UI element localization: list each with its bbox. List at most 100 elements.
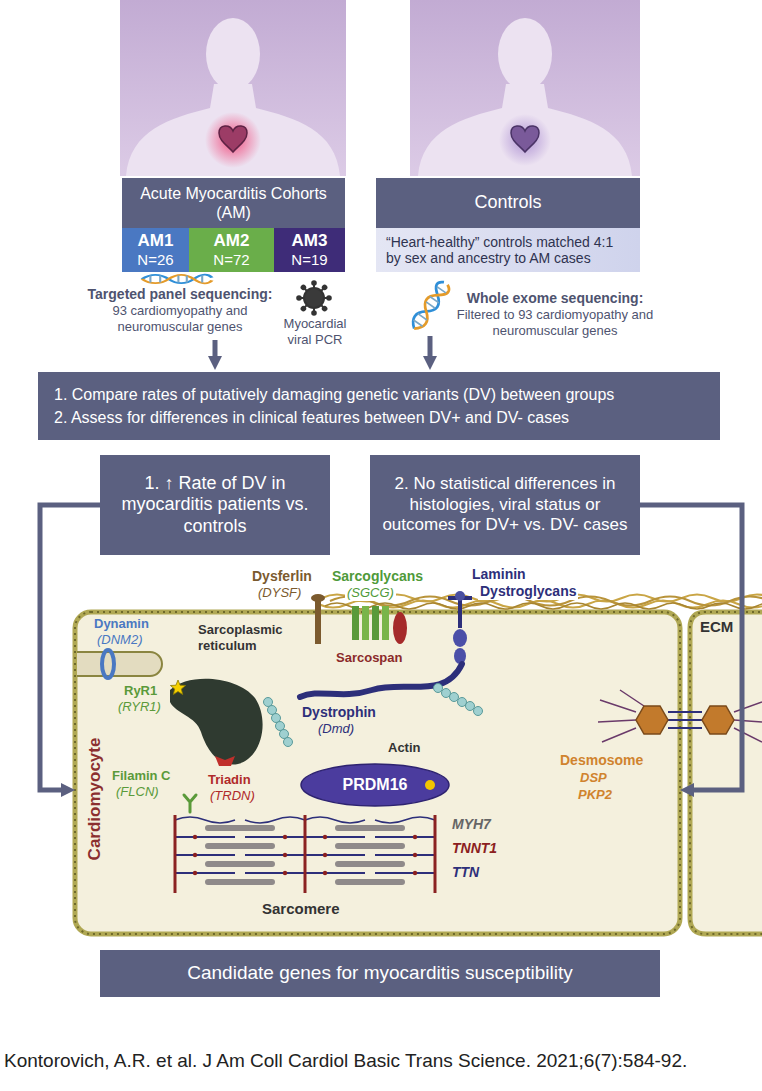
sarcomere (323, 853, 327, 857)
label-text: PKP2 (578, 787, 612, 803)
label-text: Sarcoglycans (330, 568, 425, 585)
connector-arrow (640, 505, 742, 790)
virus-icon (312, 281, 316, 288)
node-text: Controls (384, 192, 632, 214)
desmosome (702, 706, 734, 734)
sarcoplasmic-reticulum (170, 679, 263, 765)
filamin-symbol (184, 795, 196, 812)
sarcomere (413, 835, 417, 839)
membrane-proteins (300, 664, 462, 697)
label-text: Dysferlin (252, 568, 312, 585)
label-text: (DYSF) (258, 585, 301, 601)
node-text: AM2 (193, 231, 270, 251)
virus-icon (297, 296, 304, 300)
sarcomere (323, 871, 327, 875)
flow-arrow (213, 340, 218, 356)
sarcomere (283, 853, 287, 857)
desmosome (598, 690, 762, 742)
dna-icon (142, 275, 212, 284)
virus-icon (320, 285, 327, 292)
control-silhouette (418, 84, 632, 176)
membrane-proteins (448, 598, 472, 628)
t-tubule-dynamin (77, 650, 162, 678)
patient-silhouette (206, 18, 260, 90)
virus-icon (324, 296, 331, 300)
patient-silhouette (120, 0, 346, 176)
node-text: PRDM16 (343, 775, 408, 794)
virus-icon (312, 281, 316, 285)
membrane-proteins (315, 598, 321, 644)
control-silhouette (410, 0, 640, 176)
membrane-proteins (454, 648, 466, 664)
label-text: Whole exome sequencing: (450, 290, 660, 307)
label-text: Sarcomere (262, 900, 340, 918)
label-text: TNNT1 (452, 840, 497, 857)
node-text: Candidate genes for myocarditis suscepti… (112, 962, 648, 985)
membrane-proteins (352, 606, 359, 640)
label-text: (FLCN) (116, 784, 159, 800)
sarcomere (193, 871, 197, 875)
control-silhouette (418, 18, 632, 176)
conclusion-box: Candidate genes for myocarditis suscepti… (100, 950, 660, 997)
virus-icon (297, 281, 331, 315)
membrane-proteins (382, 606, 389, 640)
virus-icon (301, 306, 306, 311)
cardiomyocyte-cell (75, 612, 680, 934)
flow-arrow (428, 336, 433, 356)
sarcomere (413, 871, 417, 875)
virus-icon (327, 296, 331, 300)
membrane-proteins (455, 591, 465, 601)
control-silhouette (499, 114, 551, 166)
methods-box: 1. Compare rates of putatively damaging … (38, 372, 720, 440)
label-text: Laminin (470, 566, 528, 583)
virus-icon (301, 304, 308, 311)
cardiomyocyte-cell (75, 612, 762, 934)
desmosome (636, 706, 668, 734)
sarcomere (323, 835, 327, 839)
sarcomere (193, 835, 417, 875)
actin-filament (434, 684, 443, 693)
sarcomere (193, 853, 197, 857)
label-text: (DNM2) (97, 632, 143, 648)
label-text: (RYR1) (118, 699, 161, 715)
label-text: 93 cardiomyopathy and neuromuscular gene… (80, 303, 280, 334)
filamin-symbol (184, 795, 196, 812)
label-text: Sarcospan (336, 650, 402, 666)
label-text: Sarcoplasmic reticulum (198, 622, 298, 653)
virus-icon (322, 285, 327, 290)
control-silhouette (410, 0, 640, 176)
sarcoplasmic-reticulum (215, 756, 235, 766)
nucleus-shape (301, 764, 449, 806)
virus-icon (322, 306, 327, 311)
ecm-fibers (325, 603, 762, 609)
desmosome (668, 712, 702, 728)
actin-filament (466, 702, 475, 711)
sarcomere (283, 871, 287, 875)
actin-filament (264, 684, 483, 747)
membrane-proteins (311, 594, 325, 602)
virus-icon (304, 288, 324, 308)
patient-silhouette (205, 112, 261, 168)
node-text: 1. Compare rates of putatively damaging … (54, 385, 704, 404)
node-text: Acute Myocarditis Cohorts (AM) (130, 184, 337, 222)
node-text: N=19 (278, 251, 341, 269)
controls-description: “Heart-healthy” controls matched 4:1 by … (376, 228, 640, 272)
result-box: 1. ↑ Rate of DV in myocarditis patients … (100, 455, 330, 555)
label-text: TTN (452, 864, 479, 881)
actin-filament (450, 693, 459, 702)
membrane-proteins (362, 606, 369, 640)
node-text: 2. No statistical differences in histolo… (380, 474, 630, 535)
label-text: RyR1 (124, 683, 157, 699)
label-text: Dystrophin (302, 704, 376, 721)
cohort-cell: AM2N=72 (189, 228, 274, 272)
result-box: 2. No statistical differences in histolo… (370, 455, 640, 555)
label-text: ECM (700, 618, 733, 636)
membrane-proteins (393, 612, 407, 644)
node-text: N=26 (126, 251, 185, 269)
label-text: DSP (580, 770, 607, 786)
label-text: Targeted panel sequencing: (80, 286, 280, 303)
cardiomyocyte-cell (690, 612, 762, 934)
sarcomere (413, 853, 417, 857)
membrane-proteins (453, 629, 467, 647)
label-text: Triadin (208, 772, 251, 788)
